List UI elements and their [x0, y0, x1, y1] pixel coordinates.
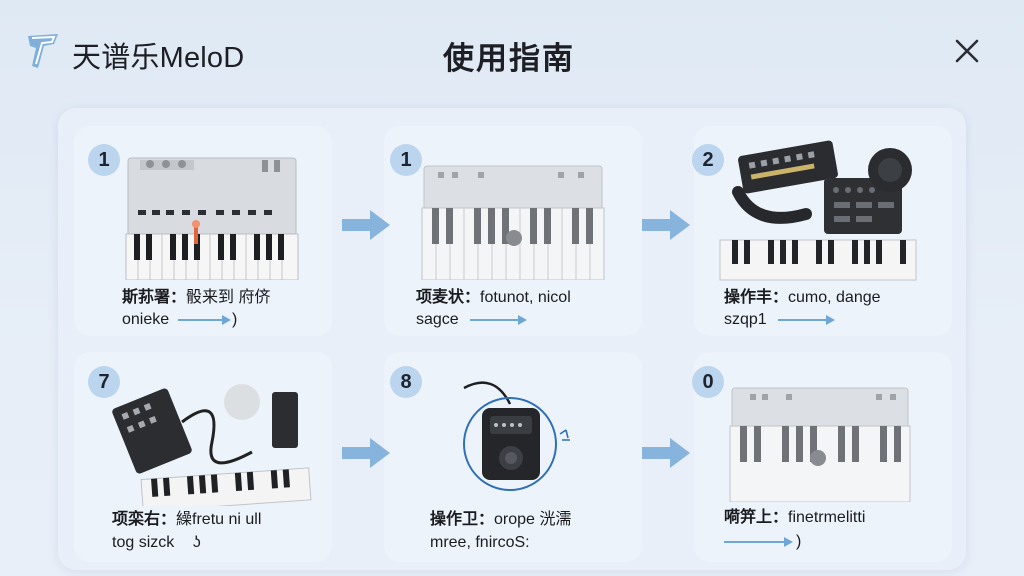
inline-arrow-icon — [724, 536, 794, 548]
step-detail-line2: mree, fnircoS: — [430, 534, 530, 551]
keyboard-illustration — [726, 386, 914, 502]
step-detail-line2: onieke — [122, 311, 170, 328]
step-badge: 7 — [88, 366, 120, 398]
device-set-illustration — [716, 138, 920, 282]
header: 天谱乐MeloD 使用指南 — [0, 0, 1024, 104]
next-step-arrow-icon — [340, 208, 392, 242]
step-description: 斯荪署：骰来到 府侪 — [122, 288, 270, 308]
step-label: 斯荪署： — [122, 289, 187, 306]
step-suffix: ) — [232, 311, 238, 328]
step-description: 项栾右：繰fretu ni ull — [112, 510, 261, 530]
close-icon[interactable] — [952, 36, 982, 66]
step-label: 操作卫： — [430, 511, 495, 528]
step-detail-line2: tog sizck — [112, 534, 175, 551]
step-suffix: ) — [796, 533, 802, 550]
step-label: 操作丰： — [724, 289, 789, 306]
inline-arrow-icon — [470, 314, 528, 326]
tuning-fork-logo-icon — [24, 30, 62, 70]
app-title: 天谱乐MeloD — [72, 42, 245, 74]
step-detail: cumo, dange — [788, 289, 881, 306]
step-label: 项麦状： — [416, 289, 481, 306]
step-detail-line2: szqp1 — [724, 311, 767, 328]
step-label: 项栾右： — [112, 511, 177, 528]
step-badge: 1 — [390, 144, 422, 176]
next-step-arrow-icon — [640, 208, 692, 242]
keyboard-illustration — [122, 154, 302, 280]
step-detail: finetrmelitti — [788, 509, 866, 526]
page-title: 使用指南 — [443, 41, 575, 76]
step-description-line2: tog sizck ʖ — [112, 533, 201, 553]
keyboard-illustration — [418, 164, 608, 280]
step-detail-line2: sagce — [416, 311, 459, 328]
step-badge: 8 — [390, 366, 422, 398]
step-suffix: ʖ — [192, 534, 201, 551]
step-badge: 2 — [692, 144, 724, 176]
step-detail: fotunot, nicol — [480, 289, 571, 306]
inline-arrow-icon — [778, 314, 836, 326]
step-description: 项麦状：fotunot, nicol — [416, 288, 571, 308]
step-description: 操作卫：orope 洸濡 — [430, 510, 571, 530]
step-badge: 0 — [692, 366, 724, 398]
step-description: 操作丰：cumo, dange — [724, 288, 881, 308]
next-step-arrow-icon — [640, 436, 692, 470]
step-label: 嗬笄上： — [724, 509, 789, 526]
step-detail: 繰fretu ni ull — [176, 511, 262, 528]
controller-device-illustration — [454, 374, 584, 494]
step-detail: 骰来到 府侪 — [186, 289, 271, 306]
next-step-arrow-icon — [340, 436, 392, 470]
keyboard-cable-illustration — [112, 382, 312, 506]
inline-arrow-icon — [178, 314, 232, 326]
step-description: 嗬笄上：finetrmelitti — [724, 508, 865, 528]
step-description-line2: onieke — [122, 310, 169, 330]
step-badge: 1 — [88, 144, 120, 176]
step-detail: orope 洸濡 — [494, 511, 572, 528]
